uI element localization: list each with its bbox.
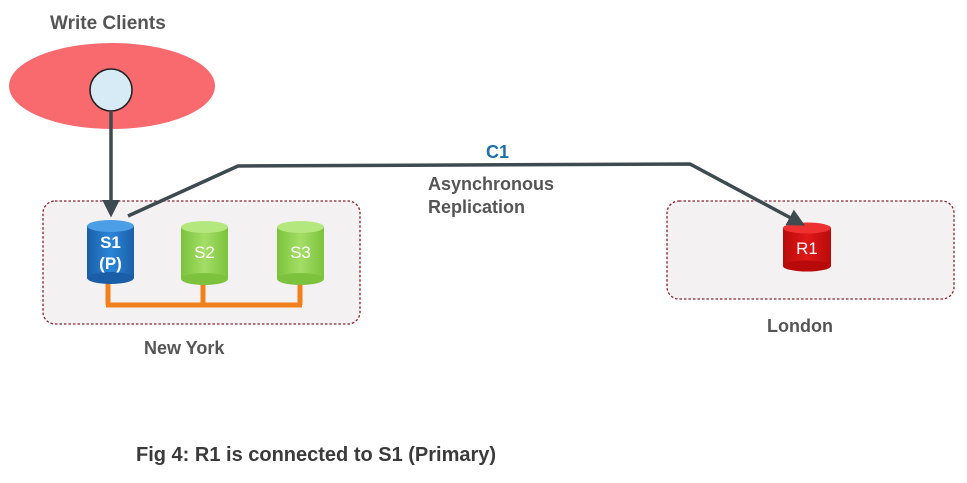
figure-caption: Fig 4: R1 is connected to S1 (Primary) — [136, 444, 497, 466]
server-s1 — [87, 220, 134, 284]
region-label-london: London — [767, 316, 833, 336]
server-s1-label: S1 (P) — [87, 232, 134, 274]
replication-arrow — [127, 162, 806, 226]
lan-links — [105, 282, 303, 308]
server-s3 — [277, 221, 324, 285]
connection-type-label-line2: Replication — [428, 197, 526, 217]
server-s2 — [181, 221, 228, 285]
connection-name-label: C1 — [486, 142, 510, 162]
connection-type-label-line1: Asynchronous — [428, 174, 555, 194]
server-s1-role: (P) — [99, 254, 122, 273]
server-s1-name: S1 — [100, 233, 121, 252]
server-s3-label: S3 — [290, 243, 311, 262]
client-node-icon — [89, 68, 133, 112]
server-r1-label: R1 — [796, 239, 818, 258]
write-clients-label: Write Clients — [50, 13, 166, 34]
server-s2-label: S2 — [194, 243, 215, 262]
region-label-new-york: New York — [144, 338, 225, 358]
